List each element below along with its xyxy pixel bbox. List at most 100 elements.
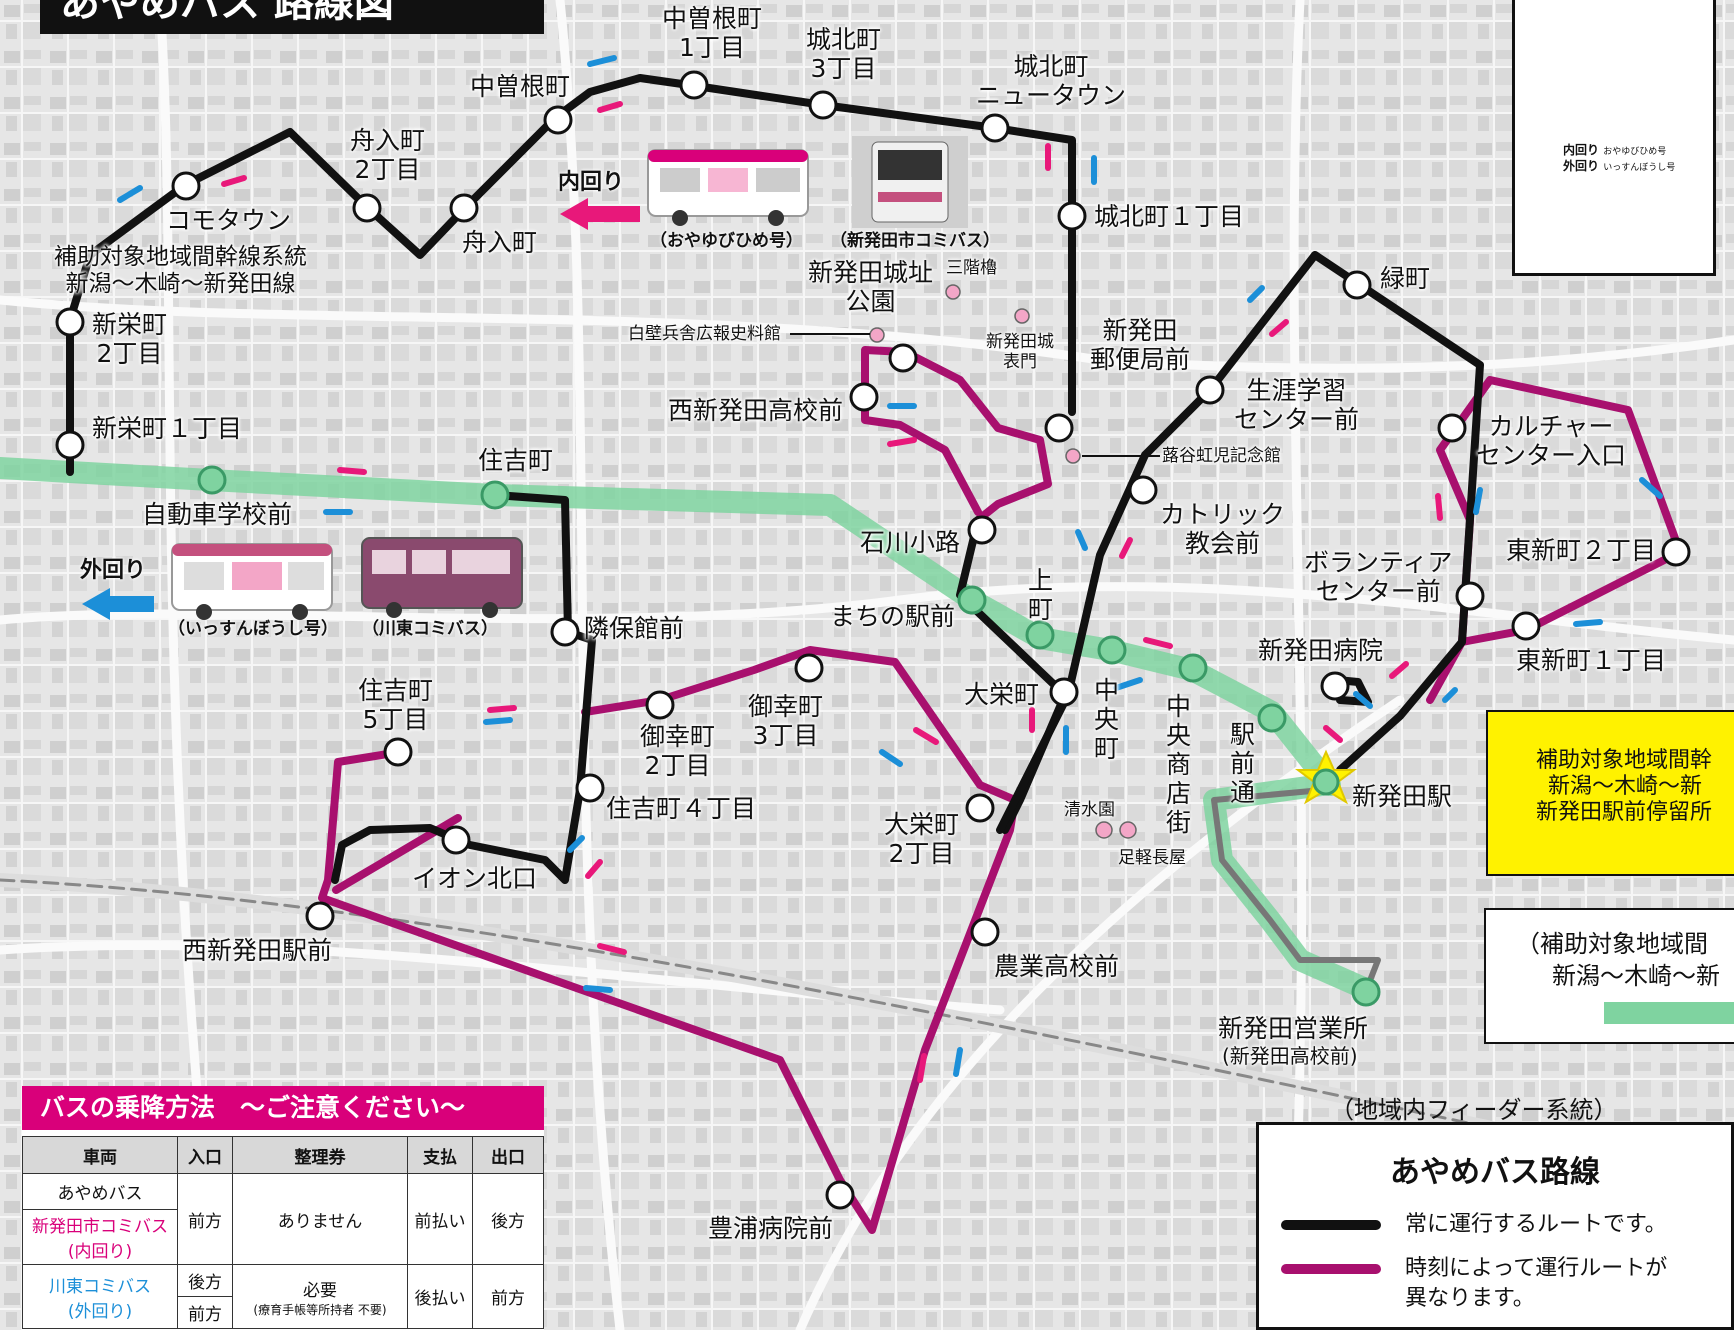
stop-marker bbox=[679, 70, 709, 100]
stop-marker bbox=[1195, 375, 1225, 405]
yellow-box-line: 新潟〜木崎〜新 bbox=[1548, 774, 1703, 799]
feeder-note: （地域内フィーダー系統） bbox=[1330, 1096, 1618, 1124]
stop-label: 住吉町４丁目 bbox=[606, 794, 757, 823]
poi-marker bbox=[945, 284, 961, 300]
ticket-cell: ありません bbox=[232, 1173, 408, 1265]
stop-marker bbox=[1455, 581, 1485, 611]
stop-marker bbox=[1437, 413, 1467, 443]
stop-label: まちの駅前 bbox=[830, 602, 956, 631]
bus-shibata-community-icon bbox=[852, 136, 968, 228]
bus-oyayubihime-icon bbox=[647, 149, 809, 226]
trunk-stops bbox=[197, 465, 1381, 1007]
bus-caption: （川東コミバス） bbox=[362, 619, 498, 639]
trunk-stop-marker bbox=[1257, 703, 1287, 733]
stop-sublabel: (新発田高校前) bbox=[1222, 1044, 1358, 1068]
legend-swatch-black bbox=[1281, 1220, 1381, 1230]
white-box-line: 新潟〜木崎〜新 bbox=[1552, 962, 1720, 990]
bus-issunboshi-icon bbox=[171, 543, 333, 620]
vehicle-kawahigashi: 川東コミバス (外回り) bbox=[22, 1264, 178, 1329]
stop-marker bbox=[825, 1180, 855, 1210]
sign-outer: 外回り いっすんぼうし号 bbox=[1563, 157, 1675, 174]
stop-marker bbox=[1128, 475, 1158, 505]
poi-label: 清水園 bbox=[1064, 800, 1115, 820]
vehicle-ayame: あやめバス bbox=[22, 1173, 178, 1210]
stop-label: 東新町２丁目 bbox=[1506, 536, 1657, 565]
trunk-info-white-box: （補助対象地域間 新潟〜木崎〜新 bbox=[1484, 908, 1734, 1044]
sign-inner: 内回り おやゆびひめ号 bbox=[1563, 141, 1666, 158]
stop-label: 新発田 郵便局前 bbox=[1090, 316, 1191, 374]
exit-cell: 前方 bbox=[472, 1264, 544, 1329]
stop-marker bbox=[888, 343, 918, 373]
stop-marker bbox=[1661, 537, 1691, 567]
stop-label: 隣保館前 bbox=[584, 614, 685, 643]
trunk-stop-marker bbox=[1025, 620, 1055, 650]
stop-label: 新栄町 2丁目 bbox=[92, 310, 168, 368]
ticket-note: (療育手帳等所持者 不要) bbox=[253, 1302, 387, 1317]
stop-marker bbox=[550, 617, 580, 647]
stop-label: カトリック 教会前 bbox=[1160, 500, 1286, 558]
legend: あやめバス路線 常に運行するルートです。 時刻によって運行ルートが 異なります。 bbox=[1256, 1122, 1734, 1330]
outer-direction-label: 外回り bbox=[80, 558, 147, 583]
stop-marker bbox=[55, 430, 85, 460]
stop-label: ボランティア センター前 bbox=[1304, 548, 1453, 606]
legend-always-text: 常に運行するルートです。 bbox=[1405, 1212, 1667, 1237]
entry-cell: 前方 bbox=[177, 1173, 233, 1265]
rules-title: バスの乗降方法 〜ご注意ください〜 bbox=[22, 1086, 544, 1130]
legend-row-time: 時刻によって運行ルートが bbox=[1281, 1255, 1667, 1283]
stop-label: 東新町１丁目 bbox=[1516, 646, 1667, 675]
poi-label: 新発田城 表門 bbox=[986, 332, 1054, 372]
table-header: 支払 bbox=[407, 1136, 473, 1174]
trunk-stop-marker bbox=[1178, 653, 1208, 683]
stop-label: 大栄町 bbox=[964, 680, 1040, 709]
ticket-cell: 必要 (療育手帳等所持者 不要) bbox=[232, 1264, 408, 1329]
entry-rear: 後方 bbox=[178, 1265, 232, 1297]
stop-label: カルチャー センター入口 bbox=[1476, 412, 1627, 470]
poi-label: 三階櫓 bbox=[946, 258, 997, 278]
trunk-line-label: 補助対象地域間幹線系統 新潟〜木崎〜新発田線 bbox=[54, 244, 307, 297]
stop-label: 舟入町 bbox=[462, 228, 538, 257]
stop-label: 住吉町 5丁目 bbox=[358, 676, 434, 734]
table-header: 入口 bbox=[177, 1136, 233, 1174]
poi-marker bbox=[1119, 821, 1137, 839]
stop-label: 西新発田高校前 bbox=[668, 396, 844, 425]
stop-label: 駅 前 通 bbox=[1230, 720, 1256, 807]
stop-label: 自動車学校前 bbox=[142, 500, 293, 529]
feeder-line bbox=[1211, 787, 1381, 998]
legend-row-always: 常に運行するルートです。 bbox=[1281, 1211, 1667, 1239]
table-row: 新発田市コミバス (内回り) bbox=[22, 1209, 544, 1265]
stop-label: 御幸町 2丁目 bbox=[640, 722, 716, 780]
stop-label: 西新発田駅前 bbox=[182, 936, 333, 965]
pay-cell: 後払い bbox=[407, 1264, 473, 1329]
stop-label: 中曽根町 1丁目 bbox=[662, 4, 763, 62]
poi-label: 蕗谷虹児記念館 bbox=[1162, 446, 1281, 466]
yellow-box-line: 補助対象地域間幹 bbox=[1536, 748, 1713, 773]
stop-label: 新発田駅 bbox=[1352, 782, 1453, 811]
stop-marker bbox=[1511, 611, 1541, 641]
sign-line1: あやめバス bbox=[1569, 49, 1669, 73]
bus-stop-sign-box: あやめバス コミュニティバス 内回り おやゆびひめ号 外回り いっすんぼうし号 bbox=[1512, 0, 1716, 276]
poi-marker bbox=[1095, 821, 1113, 839]
stop-label: 新発田営業所 bbox=[1218, 1014, 1369, 1043]
stop-label: 住吉町 bbox=[478, 446, 554, 475]
stop-label: 新栄町１丁目 bbox=[92, 414, 243, 443]
trunk-stop-marker bbox=[197, 465, 227, 495]
stop-marker bbox=[1057, 201, 1087, 231]
bus-stops bbox=[55, 70, 1691, 1210]
stop-marker bbox=[543, 105, 573, 135]
stop-marker bbox=[305, 901, 335, 931]
stop-marker bbox=[449, 193, 479, 223]
stop-marker bbox=[352, 193, 382, 223]
stop-marker bbox=[967, 515, 997, 545]
stop-marker bbox=[808, 90, 838, 120]
legend-swatch-purple bbox=[1281, 1264, 1381, 1274]
vehicle-shibata-community: 新発田市コミバス (内回り) bbox=[22, 1209, 178, 1265]
sign-outer-name: いっすんぼうし号 bbox=[1603, 163, 1676, 173]
sign-line2: コミュニティバス bbox=[1567, 75, 1671, 90]
poi-marker bbox=[1065, 448, 1081, 464]
exit-cell: 後方 bbox=[472, 1173, 544, 1265]
yellow-box-line: 新発田駅前停留所 bbox=[1536, 800, 1713, 825]
stop-marker bbox=[645, 690, 675, 720]
sign-inner-name: おやゆびひめ号 bbox=[1603, 147, 1667, 157]
stop-marker bbox=[55, 307, 85, 337]
boarding-rules: バスの乗降方法 〜ご注意ください〜 車両 入口 整理券 支払 出口 あやめバス … bbox=[22, 1086, 544, 1330]
